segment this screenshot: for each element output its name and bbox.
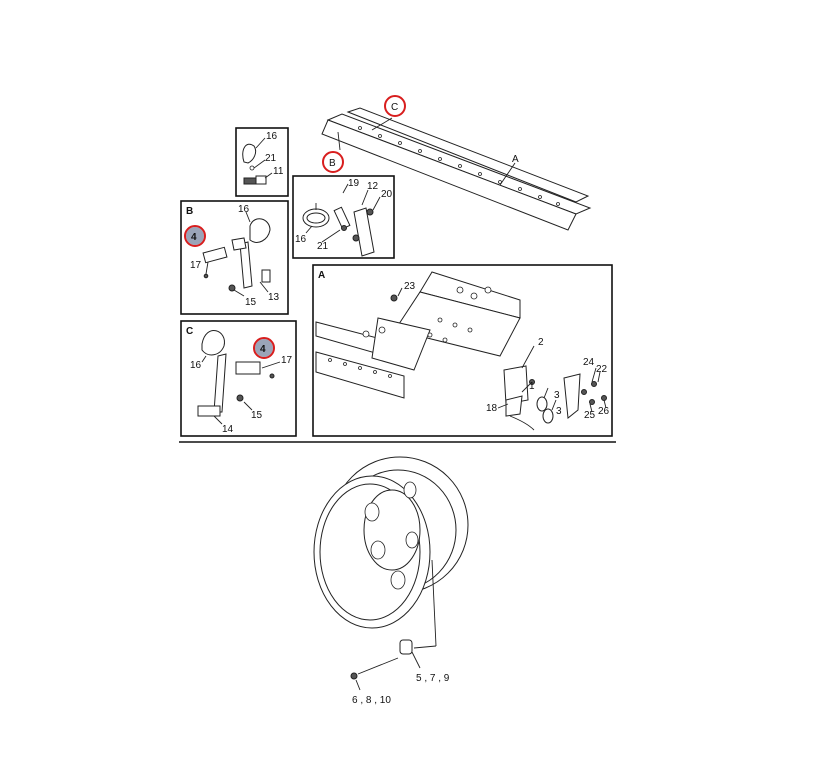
part-label: 23 xyxy=(404,281,416,292)
part-label: 14 xyxy=(222,424,234,435)
highlight-ring-c xyxy=(384,95,406,117)
wheel-nut xyxy=(399,639,413,655)
part-label: 11 xyxy=(273,166,284,177)
crossmember-holes xyxy=(328,286,492,378)
marker-c-4 xyxy=(255,339,273,357)
part-label: 20 xyxy=(381,189,393,200)
marker-b-4 xyxy=(186,227,204,245)
callout-a-top: A xyxy=(512,154,519,165)
label-nut: 5 , 7 , 9 xyxy=(416,673,450,684)
highlight-ring-b-4 xyxy=(184,225,206,247)
rim-holes xyxy=(364,481,419,590)
callout-c-top: C xyxy=(391,102,398,113)
detail-box-small: 16 21 11 xyxy=(235,127,289,197)
part-label: 24 xyxy=(583,357,595,368)
chassis-rail: A xyxy=(321,107,592,231)
part-label: 12 xyxy=(367,181,379,192)
highlight-ring-c-4 xyxy=(253,337,275,359)
part-label: 18 xyxy=(486,403,498,414)
part-label: 16 xyxy=(266,131,278,142)
frame-a-title: A xyxy=(318,270,325,281)
part-label: 16 xyxy=(238,204,250,215)
part-label: 26 xyxy=(598,406,610,417)
part-label: 3 xyxy=(556,406,562,417)
mark-c-4: 4 xyxy=(260,344,266,355)
mark-b-4: 4 xyxy=(191,232,197,243)
label-stud: 6 , 8 , 10 xyxy=(352,695,391,706)
detail-box-c: C 4 16 17 15 14 xyxy=(180,320,297,437)
detail-box-mid: 19 12 20 16 21 xyxy=(292,175,395,259)
part-label: 25 xyxy=(584,410,596,421)
part-label: 17 xyxy=(281,355,293,366)
part-label: 1 xyxy=(529,381,535,392)
part-label: 21 xyxy=(317,241,329,252)
part-label: 22 xyxy=(596,364,608,375)
highlight-ring-b xyxy=(322,151,344,173)
part-label: 16 xyxy=(295,234,307,245)
part-label: 19 xyxy=(348,178,360,189)
detail-box-b: B 4 16 17 15 13 xyxy=(180,200,289,315)
detail-box-a: A xyxy=(312,264,613,437)
part-label: 15 xyxy=(251,410,263,421)
part-label: 13 xyxy=(268,292,280,303)
callout-b-top: B xyxy=(329,158,336,169)
frame-c-title: C xyxy=(186,326,193,337)
part-label: 15 xyxy=(245,297,257,308)
frame-b-title: B xyxy=(186,206,193,217)
rail-holes xyxy=(358,126,560,206)
wheel-stud xyxy=(350,672,358,680)
part-label: 17 xyxy=(190,260,202,271)
part-label: 2 xyxy=(538,337,544,348)
wheel-rim: 5 , 7 , 9 6 , 8 , 10 xyxy=(313,456,469,706)
part-label: 21 xyxy=(265,153,277,164)
part-label: 3 xyxy=(554,390,560,401)
part-label: 16 xyxy=(190,360,202,371)
